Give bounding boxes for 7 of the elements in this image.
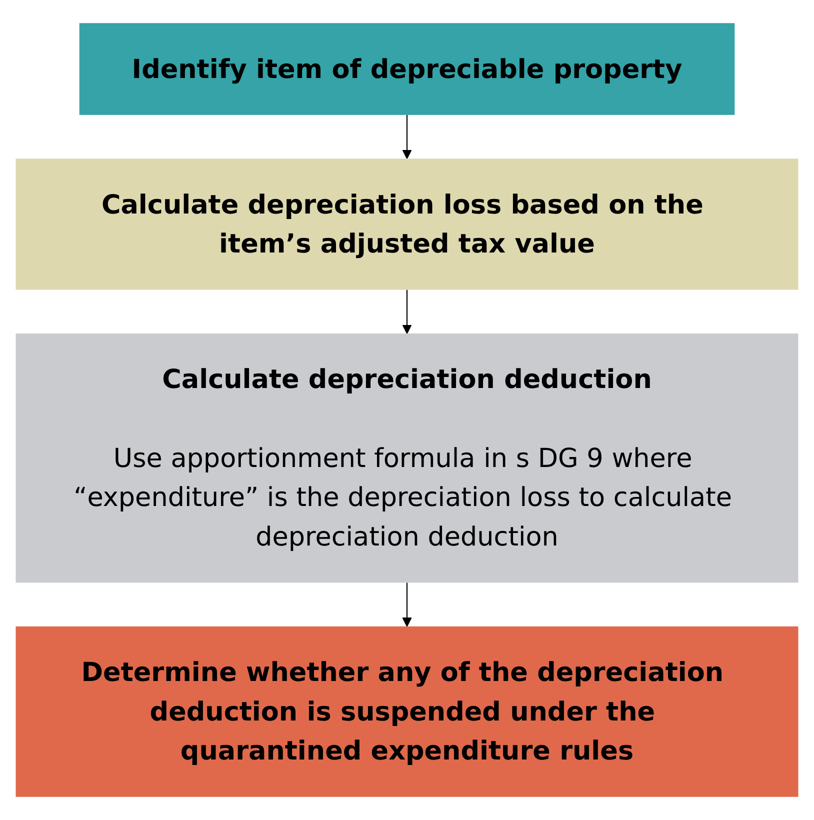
node-box: Identify item of depreciable property <box>79 23 735 115</box>
arrow <box>402 114 412 160</box>
node-box: Calculate depreciation loss based on the item’s adjusted tax value <box>16 158 798 290</box>
arrow <box>402 290 412 334</box>
arrow <box>402 582 412 627</box>
node-box: Calculate depreciation deduction Use apportionment formula in s DG 9 where “expenditure” is the depreciation loss to calculate depreciation deduction <box>16 334 798 583</box>
node-box: Determine whether any of the depreciation deduction is suspended under the quarantined expenditure rules <box>16 626 798 797</box>
